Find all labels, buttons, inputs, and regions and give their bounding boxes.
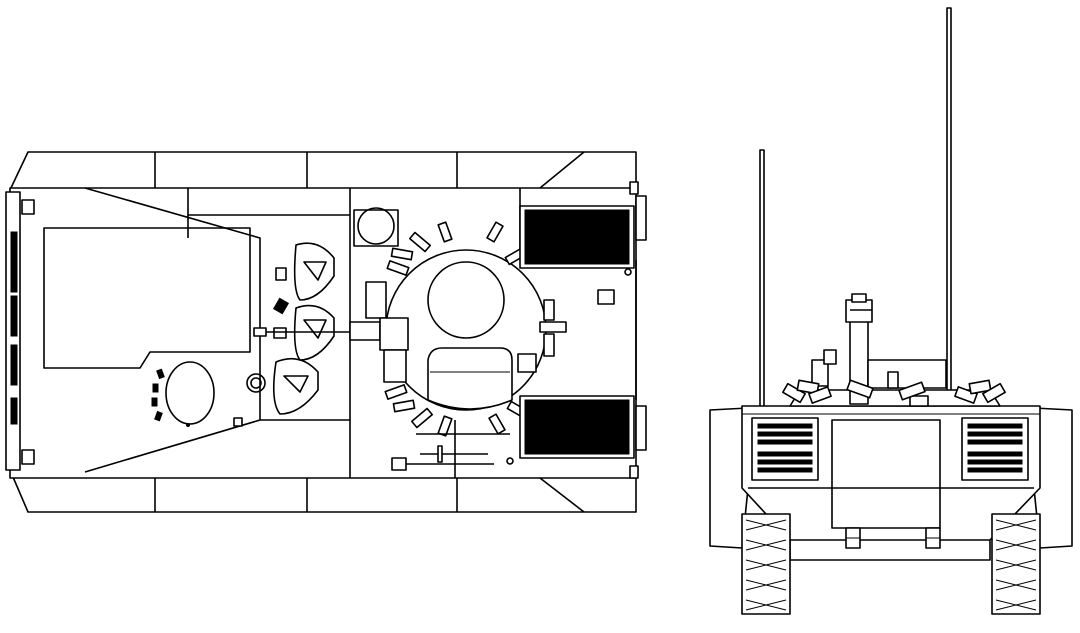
gun-rod	[253, 321, 381, 341]
driver-hatch	[165, 361, 215, 425]
front-grilles	[751, 417, 1029, 481]
front-deck-panel	[43, 227, 251, 369]
deck-tools	[391, 445, 494, 471]
track-pattern-left	[745, 519, 787, 611]
front-tracks	[741, 513, 1041, 615]
front-view	[709, 7, 1073, 615]
front-turret	[782, 293, 1006, 407]
track-pattern-right	[995, 519, 1037, 611]
turret	[353, 207, 567, 437]
periscope-group	[233, 242, 335, 427]
engine-grilles	[506, 181, 647, 479]
tow-hooks	[845, 527, 941, 549]
front-edge-strip	[5, 191, 35, 471]
hatch-hinge-marks	[151, 368, 165, 422]
top-view	[5, 151, 647, 513]
